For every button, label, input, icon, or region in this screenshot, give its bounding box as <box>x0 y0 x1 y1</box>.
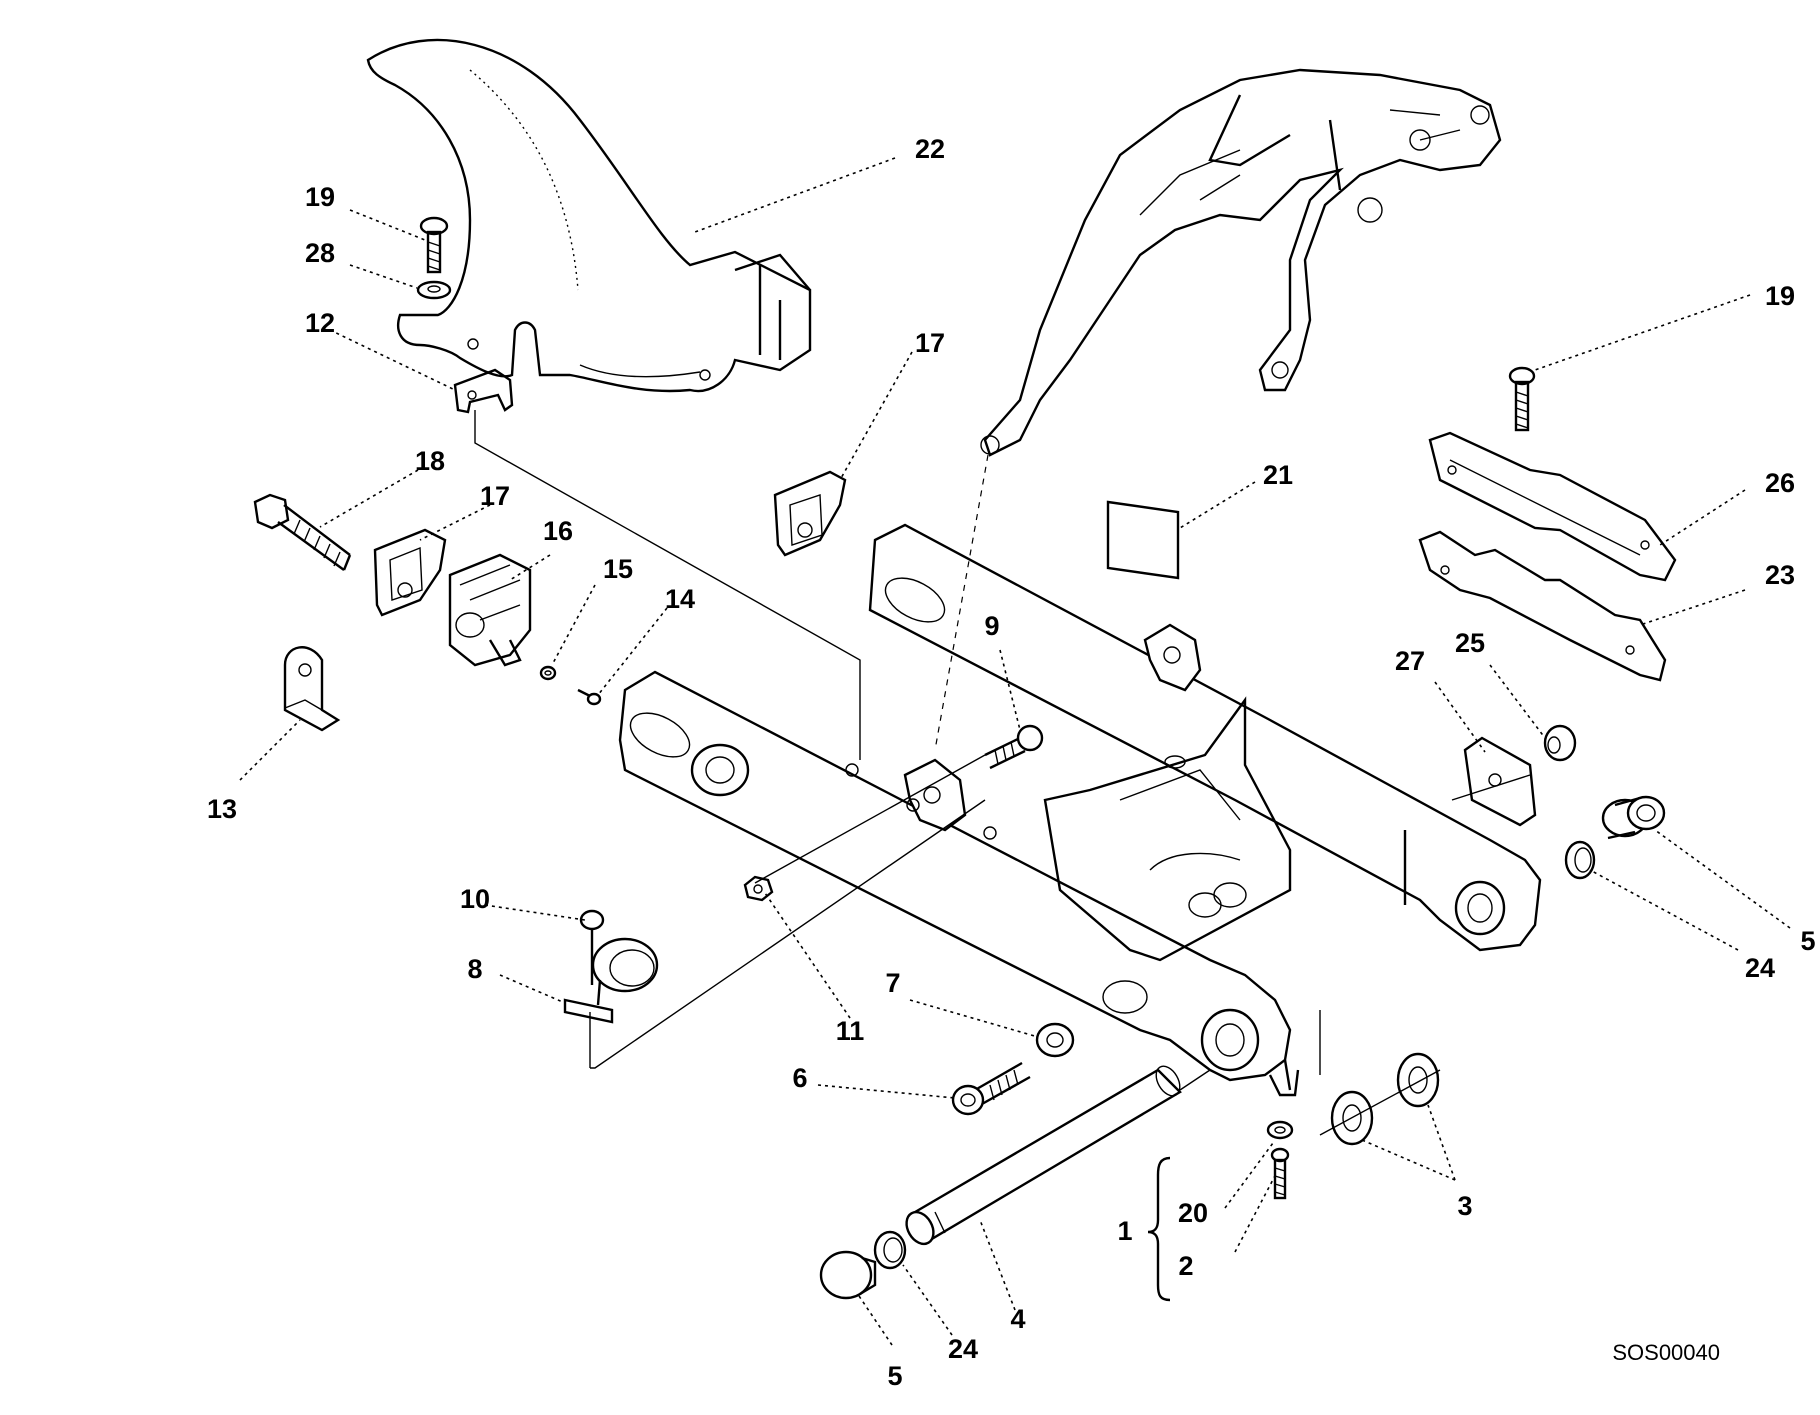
callout-19-right: 19 <box>1765 281 1795 311</box>
callout-14: 14 <box>665 584 695 614</box>
callout-15: 15 <box>603 554 633 584</box>
callout-28: 28 <box>305 238 335 268</box>
assembly-lines <box>474 410 1531 1136</box>
adjuster-plate-upper <box>773 470 847 557</box>
screw-top-left <box>419 216 449 274</box>
callout-18: 18 <box>415 446 445 476</box>
callout-27: 27 <box>1395 646 1425 676</box>
socket-screw <box>951 1061 1031 1116</box>
callout-17-left: 17 <box>480 481 510 511</box>
callout-11: 11 <box>836 1016 865 1046</box>
callout-23: 23 <box>1765 560 1795 590</box>
mounting-clip <box>453 368 514 414</box>
mount-bolt <box>984 724 1044 770</box>
bushing-right <box>1601 795 1666 840</box>
chain-slider-base <box>1418 530 1667 682</box>
chain-guide-block <box>448 553 532 667</box>
leader-lines <box>239 157 1791 1346</box>
small-screw-2 <box>1270 1147 1290 1200</box>
small-screw <box>577 688 602 706</box>
callout-13: 13 <box>207 794 237 824</box>
pivot-shaft <box>905 1065 1182 1246</box>
screw-right <box>1508 366 1536 432</box>
callout-24-bottom: 24 <box>948 1334 978 1364</box>
callout-17-upper: 17 <box>915 328 945 358</box>
callout-3: 3 <box>1457 1191 1472 1221</box>
angle-bracket <box>283 646 341 732</box>
small-bracket <box>1463 736 1537 827</box>
callout-2: 2 <box>1178 1251 1193 1281</box>
callout-7: 7 <box>885 968 900 998</box>
adjuster-plate-left <box>373 528 447 617</box>
circlip-right <box>1564 840 1596 880</box>
hose-clamp <box>563 937 659 1024</box>
callout-5-bottom: 5 <box>887 1361 902 1391</box>
flange-nut <box>1543 724 1577 762</box>
callout-19-top-left: 19 <box>305 182 335 212</box>
callout-6: 6 <box>792 1063 807 1093</box>
swingarm <box>618 523 1542 1097</box>
callout-4: 4 <box>1010 1304 1025 1334</box>
washer-top-left <box>416 280 452 300</box>
callout-22: 22 <box>915 134 945 164</box>
rear-mudguard <box>366 38 812 393</box>
assembly-brace <box>1147 1156 1171 1302</box>
callout-12: 12 <box>305 308 335 338</box>
callout-9: 9 <box>984 611 999 641</box>
circlip-bottom <box>873 1230 907 1270</box>
chain-slider <box>1428 431 1677 582</box>
diagram-reference-code: SOS00040 <box>1612 1340 1720 1365</box>
callout-24-right: 24 <box>1745 953 1775 983</box>
callout-21: 21 <box>1263 460 1293 490</box>
small-washer-20 <box>1266 1120 1294 1140</box>
callout-labels: 22 19 28 12 17 18 17 16 15 14 13 19 21 2… <box>207 134 1816 1391</box>
callout-5-right: 5 <box>1800 926 1815 956</box>
callout-1: 1 <box>1117 1216 1132 1246</box>
linkage-arm <box>980 68 1502 457</box>
end-cap-bottom <box>819 1250 877 1300</box>
long-bolt <box>253 493 352 571</box>
label-sticker <box>1106 500 1180 580</box>
callout-25: 25 <box>1455 628 1485 658</box>
callout-10: 10 <box>460 884 490 914</box>
clamp-screw <box>579 909 605 985</box>
callout-20: 20 <box>1178 1198 1208 1228</box>
small-washer <box>539 665 557 681</box>
callout-16: 16 <box>543 516 573 546</box>
spacer-washer <box>1035 1022 1075 1058</box>
callout-26: 26 <box>1765 468 1795 498</box>
callout-8: 8 <box>467 954 482 984</box>
